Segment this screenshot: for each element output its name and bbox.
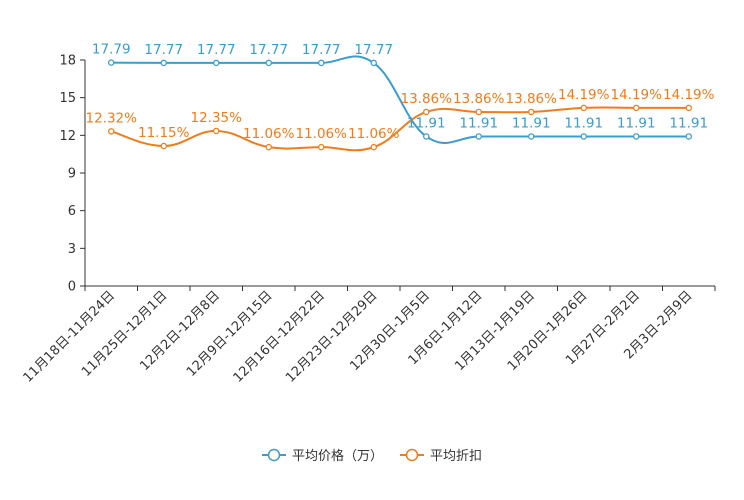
data-label: 17.79	[92, 42, 131, 58]
y-tick-label: 6	[68, 204, 76, 219]
data-label: 11.91	[407, 115, 446, 131]
data-label: 14.19%	[558, 87, 610, 103]
data-point	[580, 104, 588, 112]
data-label: 11.06%	[348, 126, 400, 142]
legend-item-1: 平均价格（万）	[262, 448, 383, 464]
legend-label: 平均价格（万）	[292, 448, 383, 464]
data-point	[108, 128, 115, 135]
y-tick-label: 12	[59, 129, 76, 144]
axes: 036912151811月18日-11月24日11月25日-12月1日12月2日…	[21, 54, 716, 386]
data-labels: 17.79 17.77 17.77 17.77 17.77 17.77 11.91 11.91…	[86, 42, 715, 142]
data-point	[475, 133, 482, 140]
data-label: 11.15%	[138, 125, 190, 141]
series-1	[108, 55, 693, 144]
data-label: 14.19%	[663, 87, 715, 103]
data-label: 11.91	[512, 115, 551, 131]
data-point	[317, 59, 325, 67]
legend-label: 平均折扣	[430, 449, 482, 464]
y-tick-label: 15	[59, 91, 76, 106]
data-point	[528, 108, 535, 116]
x-tick-label: 12月16日-12月22日	[231, 288, 328, 385]
y-tick-label: 9	[68, 167, 76, 182]
data-point	[265, 143, 272, 151]
data-label: 17.77	[144, 42, 183, 58]
series-line	[110, 106, 689, 152]
data-label: 17.77	[302, 42, 341, 58]
y-tick-label: 0	[68, 280, 76, 295]
data-point	[528, 133, 535, 140]
data-point	[685, 104, 693, 112]
data-point	[633, 104, 640, 112]
data-label: 13.86%	[453, 91, 505, 107]
series-layer	[108, 55, 693, 152]
data-point	[317, 143, 325, 151]
data-point	[265, 59, 272, 67]
data-label: 11.06%	[243, 126, 295, 142]
legend-swatch-marker	[267, 448, 281, 462]
data-label: 11.91	[617, 115, 656, 131]
data-label: 13.86%	[506, 91, 558, 107]
data-point	[580, 133, 588, 140]
data-point	[422, 108, 430, 116]
data-point	[370, 143, 377, 151]
data-point	[212, 59, 220, 67]
data-label: 17.77	[197, 42, 236, 58]
data-label: 11.06%	[296, 126, 348, 142]
data-label: 11.91	[669, 115, 708, 131]
data-label: 17.77	[354, 42, 393, 58]
data-point	[160, 59, 167, 67]
x-tick-label: 11月18日-11月24日	[21, 288, 118, 385]
legend: 平均价格（万） 平均折扣	[262, 448, 482, 464]
data-point	[475, 108, 482, 116]
data-point	[212, 127, 220, 135]
data-label: 11.91	[459, 115, 498, 131]
data-point	[108, 59, 115, 66]
series-2	[108, 104, 693, 152]
x-tick-label: 12月23日-12月29日	[283, 288, 380, 385]
data-label: 17.77	[249, 42, 288, 58]
data-label: 11.91	[564, 115, 603, 131]
data-point	[160, 142, 167, 150]
data-label: 13.86%	[401, 91, 453, 107]
y-tick-label: 3	[68, 242, 76, 257]
data-point	[422, 133, 430, 140]
data-label: 12.32%	[86, 110, 138, 126]
legend-swatch-marker	[405, 448, 419, 462]
legend-item-2: 平均折扣	[400, 448, 482, 464]
data-point	[370, 59, 377, 67]
data-point	[685, 133, 693, 140]
y-tick-label: 18	[59, 54, 76, 69]
data-label: 14.19%	[611, 87, 663, 103]
data-point	[633, 133, 640, 140]
data-label: 12.35%	[191, 110, 243, 126]
